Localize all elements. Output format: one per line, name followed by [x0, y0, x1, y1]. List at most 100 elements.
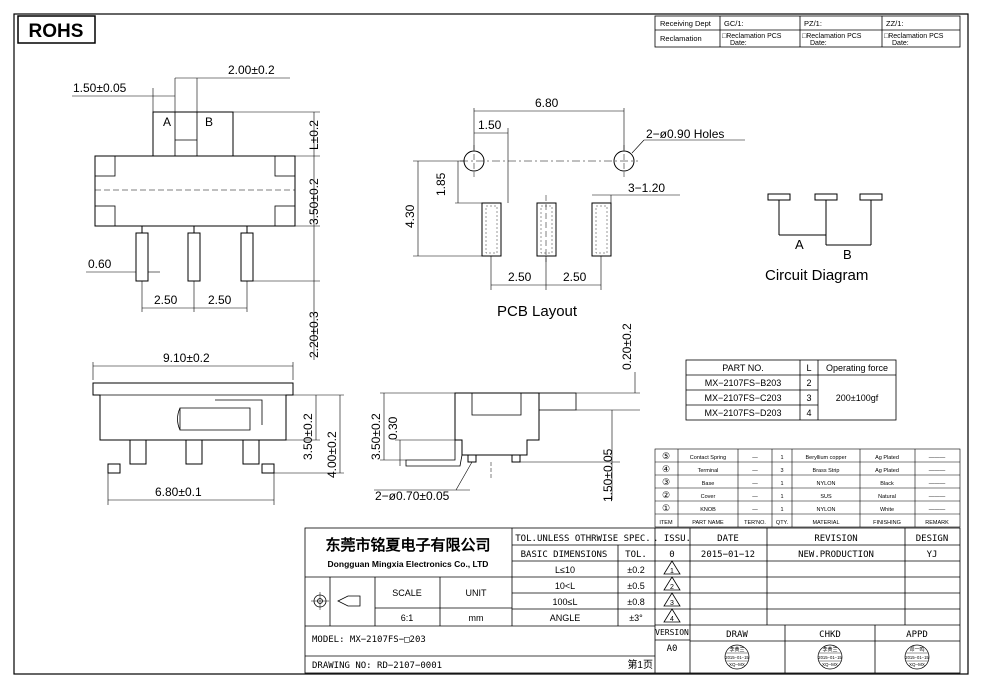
bom-cell: Beryllium copper [806, 455, 847, 461]
bom-cell: NYLON [817, 507, 836, 513]
bom-cell: Ag Plated [875, 468, 899, 474]
reclamation-pcs-1: □Reclamation PCS [722, 33, 782, 40]
pcb-holes-label: 2−ø0.90 Holes [646, 127, 724, 141]
stamp-draw-code: XQ−MX [729, 662, 745, 667]
stamp-appd-date: 2015−01−15 [905, 655, 929, 660]
revision-triangle-icon [663, 576, 681, 591]
version-value: A0 [667, 644, 678, 654]
reclamation-label: Reclamation [660, 34, 702, 43]
projection-symbol-icon [311, 592, 361, 610]
bom-header: FINISHING [873, 520, 901, 526]
stamp-chkd-code: XQ−MX [822, 662, 838, 667]
dim-150-front: 1.50±0.05 [73, 81, 127, 95]
tol-range: ANGLE [550, 613, 581, 623]
part-row-2-no: MX−2107FS−C203 [704, 393, 781, 403]
version-header: VERSION [655, 628, 689, 637]
part-row-3-no: MX−2107FS−D203 [704, 408, 781, 418]
end-view: 0.20±0.2 3.50±0.2 0.30 1.50±0.05 2−ø0.70… [369, 323, 640, 503]
pcb-title: PCB Layout [497, 303, 578, 320]
pcb-pad-2 [536, 202, 557, 257]
pcb-dim-150: 1.50 [478, 118, 502, 132]
side-body [92, 382, 294, 441]
header-table: Receiving Dept GC/1: PZ/1: ZZ/1: Reclama… [654, 15, 961, 48]
model-label: MODEL: MX−2107FS−□203 [312, 635, 426, 645]
draw-header: DRAW [726, 630, 748, 640]
pz-label: PZ/1: [804, 19, 822, 28]
bom-cell: — [752, 494, 758, 500]
part-row-3-l: 4 [806, 408, 811, 418]
chkd-header: CHKD [819, 630, 841, 640]
dim-250b-front: 2.50 [208, 293, 232, 307]
part-header-force: Operating force [826, 363, 888, 373]
dim-l-front: L±0.2 [307, 120, 321, 150]
tol-label: TOL. [625, 550, 647, 560]
rohs-box [17, 15, 96, 44]
bom-cell: White [880, 507, 894, 513]
revision-triangle-number: 1 [670, 568, 674, 575]
reclamation-pcs-2: □Reclamation PCS [802, 33, 862, 40]
bom-cell: Terminal [698, 468, 719, 474]
side-view: 9.10±0.2 6.80±0.1 3.50±0.2 4.00±0.2 [92, 351, 344, 505]
reclamation-date-2: Date: [810, 40, 827, 47]
pcb-pad-1 [481, 202, 502, 257]
circuit-diagram: A B Circuit Diagram [765, 193, 883, 284]
tol-value: ±0.8 [627, 597, 644, 607]
bom-cell: ——— [929, 481, 946, 487]
drawing-number: DRAWING NO: RD−2107−0001 [312, 661, 442, 671]
side-dim-350: 3.50±0.2 [301, 413, 315, 460]
stamp-chkd-date: 2015−01−15 [818, 655, 842, 660]
bom-cell: — [752, 481, 758, 487]
company-name-cn: 东莞市铭夏电子有限公司 [325, 536, 490, 554]
bom-header: TER'NO. [744, 520, 766, 526]
stamp-draw-date: 2015−01−15 [725, 655, 749, 660]
part-row-1-no: MX−2107FS−B203 [705, 378, 782, 388]
circuit-label-b: B [843, 247, 852, 262]
appd-header: APPD [906, 630, 928, 640]
tol-header: TOL.UNLESS OTHRWISE SPEC. [515, 534, 650, 544]
design-value: YJ [927, 550, 938, 560]
revision-triangle-number: 3 [670, 600, 674, 607]
stamp-appd: 邓一鸣 2015−01−15 XQ−MX [904, 644, 929, 670]
dim-060-front: 0.60 [88, 257, 112, 271]
front-view: A B 1.50±0.05 2.00±0.2 L±0.2 3.50±0.2 2.… [72, 63, 321, 360]
end-dim-150: 1.50±0.05 [601, 448, 615, 502]
bom-cell: ——— [929, 494, 946, 500]
bom-cell: 1 [780, 481, 783, 487]
dim-250a-front: 2.50 [154, 293, 178, 307]
revision-triangle-icon [663, 592, 681, 607]
end-dim-020: 0.20±0.2 [620, 323, 634, 370]
end-dim-030: 0.30 [386, 416, 400, 440]
dim-200-front: 2.00±0.2 [228, 63, 275, 77]
side-dim-680: 6.80±0.1 [155, 485, 202, 499]
pcb-layout: 6.80 1.50 2−ø0.90 Holes 4.30 1.85 3−1.20… [403, 96, 745, 320]
revision-value: NEW.PRODUCTION [798, 550, 874, 560]
bom-cell: Brass Strip [813, 468, 840, 474]
date-header: DATE [717, 534, 739, 544]
bom-cell: KNOB [700, 507, 716, 513]
bom-cell: NYLON [817, 481, 836, 487]
bom-cell: ② [662, 490, 670, 500]
bom-cell: 1 [780, 507, 783, 513]
pcb-dim-430: 4.30 [403, 204, 417, 228]
revision-header: REVISION [814, 534, 857, 544]
slide-knob [152, 111, 234, 157]
bom-cell: — [752, 455, 758, 461]
pcb-dim-185: 1.85 [434, 172, 448, 196]
part-number-table: PART NO. L Operating force MX−2107FS−B20… [685, 359, 897, 421]
part-row-1-l: 2 [806, 378, 811, 388]
pcb-dim-3120: 3−1.20 [628, 181, 665, 195]
gc-label: GC/1: [724, 19, 744, 28]
bom-header: ITEM [659, 520, 673, 526]
part-header-partno: PART NO. [722, 363, 764, 373]
revision-triangle-icon [663, 608, 681, 623]
tol-value: ±3° [629, 613, 643, 623]
reclamation-pcs-3: □Reclamation PCS [884, 33, 944, 40]
company-name-en: Dongguan Mingxia Electronics Co., LTD [328, 559, 489, 569]
bom-cell: — [752, 507, 758, 513]
unit-value: mm [469, 613, 484, 623]
unit-label: UNIT [466, 588, 487, 598]
pcb-dim-250b: 2.50 [563, 270, 587, 284]
receiving-dept-label: Receiving Dept [660, 19, 712, 28]
end-body [454, 392, 540, 456]
